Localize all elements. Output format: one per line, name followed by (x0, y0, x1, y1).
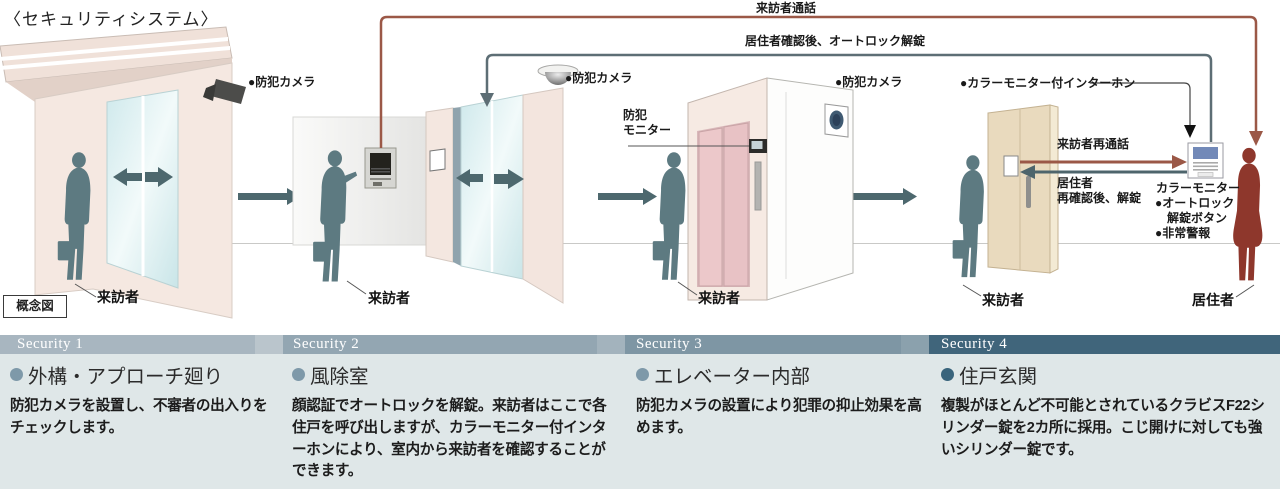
section-security-3: エレベーター内部 防犯カメラの設置により犯罪の抑止効果を高めます。 (636, 360, 929, 440)
recheck-unlock-label: 居住者 再確認後、解錠 (1057, 176, 1142, 205)
section-body-1: 防犯カメラを設置し、不審者の出入りをチェックします。 (10, 398, 268, 436)
section-bullet-icon (292, 368, 305, 381)
door-lock-plate-icon (1003, 155, 1019, 177)
autolock-release-line (480, 53, 1213, 142)
elevator (628, 77, 854, 301)
section-heading-1: 外構・アプローチ廻り (10, 360, 278, 389)
intercom-label: ●カラーモニター付インターホン (960, 76, 1136, 90)
section-security-1: 外構・アプローチ廻り 防犯カメラを設置し、不審者の出入りをチェックします。 (10, 360, 278, 440)
intercom-pointer-line (1090, 82, 1196, 138)
bar-security-4 (929, 335, 1280, 354)
section-bullet-icon (941, 368, 954, 381)
elevator-door-right (723, 122, 749, 287)
security-monitor-label: 防犯 モニター (623, 108, 672, 137)
face-recognition-panel-icon (364, 147, 397, 189)
section-bullet-icon (636, 368, 649, 381)
autolock-button-label-line1: ●オートロック (1155, 196, 1235, 210)
section-flow-arrows (238, 188, 917, 205)
section-heading-3: エレベーター内部 (636, 360, 929, 389)
flow-label-visitor-call: 来訪者通話 (756, 1, 817, 15)
section-bullet-icon (10, 368, 23, 381)
section-security-2: 風除室 顔認証でオートロックを解錠。来訪者はここで各住戸を呼び出しますが、カラー… (292, 360, 619, 483)
color-monitor-label: カラーモニター (1156, 181, 1241, 195)
camera-label-entrance: ●防犯カメラ (248, 75, 316, 89)
wind-lobby (292, 64, 579, 304)
bar-divider-2 (597, 335, 625, 354)
bar-security-2 (283, 335, 597, 354)
emergency-alarm-label: ●非常警報 (1155, 226, 1211, 240)
flow-label-autolock-release: 居住者確認後、オートロック解錠 (745, 34, 926, 48)
scene-canvas (0, 15, 1280, 319)
bar-label-security-2: Security 2 (293, 336, 360, 352)
visitor-label-3: 来訪者 (698, 290, 740, 306)
resident-label: 居住者 (1192, 292, 1234, 308)
bar-label-security-1: Security 1 (17, 336, 84, 352)
elevator-door-left (698, 127, 723, 287)
dome-camera-icon (537, 64, 579, 85)
visitor-call-line (379, 15, 1263, 148)
visitor-label-1: 来訪者 (97, 289, 139, 305)
security-camera-elevator-icon (824, 103, 849, 138)
door-open-close-arrows-entrance (113, 167, 173, 187)
visitor-figure-4 (952, 155, 984, 278)
section-heading-2: 風除室 (292, 360, 619, 389)
section-body-2: 顔認証でオートロックを解錠。来訪者はここで各住戸を呼び出しますが、カラーモニター… (292, 398, 607, 480)
recheck-unlock-arrow (1020, 165, 1187, 179)
camera-label-lobby: ●防犯カメラ (565, 71, 633, 85)
visitor-label-4: 来訪者 (982, 292, 1024, 308)
door-open-close-arrows-lobby (456, 169, 524, 189)
color-monitor-intercom-icon (1187, 142, 1224, 179)
bar-security-3 (625, 335, 901, 354)
concept-diagram-badge: 概念図 (3, 295, 67, 318)
resident-figure (1233, 147, 1263, 281)
bar-divider-3 (901, 335, 929, 354)
wall-plate-icon (429, 148, 446, 172)
bar-divider-1 (255, 335, 283, 354)
door-handle-icon (1026, 176, 1031, 208)
section-body-4: 複製がほとんど不可能とされているクラビスF22シリンダー錠を2カ所に採用。こじ開… (941, 398, 1265, 458)
dwelling-door (987, 104, 1059, 274)
section-security-4: 住戸玄関 複製がほとんど不可能とされているクラビスF22シリンダー錠を2カ所に採… (941, 360, 1272, 461)
bar-label-security-3: Security 3 (636, 336, 703, 352)
visitor-figure-3 (652, 152, 686, 280)
revisit-call-label: 来訪者再通話 (1057, 137, 1130, 151)
revisit-call-arrow (1020, 155, 1187, 169)
bar-label-security-4: Security 4 (941, 336, 1008, 352)
label-pointer-lines (74, 280, 1255, 298)
visitor-label-2: 来訪者 (368, 290, 410, 306)
section-heading-4: 住戸玄関 (941, 360, 1272, 389)
entrance-building (0, 26, 233, 319)
diagram-title: 〈セキュリティシステム〉 (4, 10, 219, 29)
autolock-button-label-line2: 解錠ボタン (1167, 211, 1228, 225)
security-camera-entrance-icon (203, 79, 246, 104)
security-monitor-icon (749, 139, 767, 153)
camera-label-elevator: ●防犯カメラ (835, 75, 903, 89)
bar-security-1 (0, 335, 255, 354)
section-body-3: 防犯カメラの設置により犯罪の抑止効果を高めます。 (636, 398, 922, 436)
